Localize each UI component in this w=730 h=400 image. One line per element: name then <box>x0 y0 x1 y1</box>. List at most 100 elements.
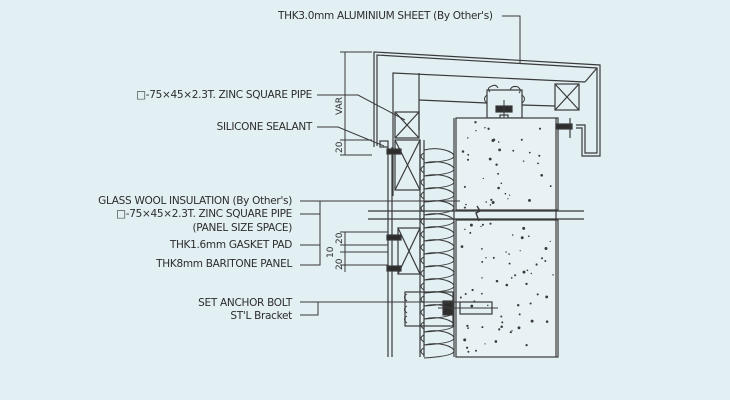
aggregate-dot <box>520 236 524 240</box>
aggregate-dot <box>497 186 500 190</box>
aggregate-dot <box>501 321 504 324</box>
aggregate-dot <box>475 130 477 132</box>
aggregate-dot <box>487 127 490 130</box>
frame-line-2 <box>418 99 488 104</box>
dim-mid <box>340 231 388 272</box>
aggregate-dot <box>467 153 470 156</box>
aggregate-dot <box>530 272 533 275</box>
aggregate-dot <box>517 326 521 330</box>
aggregate-dot <box>508 253 510 255</box>
aggregate-dot <box>545 320 549 323</box>
aggregate-dot <box>538 127 542 130</box>
dim-mid-10-label: 10 <box>326 246 336 258</box>
aggregate-dot <box>535 263 538 266</box>
aggregate-dot <box>495 279 499 283</box>
leader-group-bracket <box>300 200 460 266</box>
dim-var-label: VAR <box>335 97 345 115</box>
aggregate-dot <box>469 223 473 227</box>
dim-top-20-label: 20 <box>335 141 345 153</box>
aggregate-dot <box>463 206 466 209</box>
label-anchor-bolt: SET ANCHOR BOLT <box>198 297 292 309</box>
zinc-pipe-top-right <box>554 83 580 111</box>
aggregate-dot <box>544 260 547 262</box>
aggregate-dot <box>537 162 539 165</box>
aggregate-dot <box>492 256 495 259</box>
label-zinc-pipe-top: □-75×45×2.3T. ZINC SQUARE PIPE <box>136 89 312 101</box>
aggregate-dot <box>459 296 462 299</box>
aggregate-dot <box>514 274 517 277</box>
aggregate-dot <box>471 288 474 292</box>
aggregate-dot <box>509 331 512 334</box>
aggregate-dot <box>467 137 469 139</box>
aggregate-dot <box>508 194 511 196</box>
aggregate-dot <box>491 201 495 204</box>
aggregate-dot <box>504 192 507 195</box>
dim-mid-20b-label: 20 <box>335 258 345 270</box>
aggregate-dot <box>552 274 554 276</box>
aggregate-dot <box>525 343 528 347</box>
aggregate-dot <box>498 148 502 152</box>
aggregate-dot <box>528 198 531 202</box>
aggregate-dot <box>538 154 541 157</box>
aggregate-dot <box>461 150 465 153</box>
break-symbol <box>475 205 481 222</box>
zinc-pipe-top-left <box>394 111 420 139</box>
aggregate-dot <box>522 270 526 274</box>
aggregate-dot <box>463 185 466 188</box>
label-zinc-pipe-mid: □-75×45×2.3T. ZINC SQUARE PIPE <box>116 208 292 220</box>
aggregate-dot <box>466 158 470 161</box>
aggregate-dot <box>481 326 484 329</box>
aggregate-dot <box>460 245 464 248</box>
aggregate-dot <box>530 319 534 323</box>
glass-wool-insulation <box>420 148 455 359</box>
aggregate-dot <box>474 121 477 124</box>
aggregate-dot <box>481 223 484 226</box>
aggregate-dot <box>482 177 484 180</box>
aggregate-dot <box>540 173 544 177</box>
aggregate-dot <box>467 327 470 330</box>
aggregate-dot <box>464 292 467 296</box>
label-stl-bracket: ST'L Bracket <box>230 310 292 322</box>
aggregate-dot <box>487 304 489 307</box>
label-panel-size-space: (PANEL SIZE SPACE) <box>192 222 292 234</box>
concrete-aggregate <box>459 121 554 353</box>
aggregate-dot <box>545 295 549 299</box>
aggregate-dot <box>507 198 509 200</box>
aggregate-dot <box>490 198 493 201</box>
dim-mid-20a-label: 20 <box>335 232 345 244</box>
leader-zinc-top <box>317 94 406 121</box>
aggregate-dot <box>488 157 492 161</box>
label-gasket-pad: THK1.6mm GASKET PAD <box>169 239 292 251</box>
aggregate-dot <box>511 234 514 236</box>
aggregate-dot <box>494 340 498 343</box>
aggregate-dot <box>469 231 472 234</box>
silicone-sealant-bead <box>379 140 389 148</box>
label-aluminium-sheet: THK3.0mm ALUMINIUM SHEET (By Other's) <box>278 10 493 22</box>
aggregate-dot <box>481 248 483 250</box>
insulation-loops <box>420 148 455 359</box>
aggregate-dot <box>495 163 498 166</box>
aggregate-dot <box>481 260 484 263</box>
aggregate-dot <box>492 138 496 142</box>
frame-line-3 <box>521 104 556 107</box>
aggregate-dot <box>525 282 528 286</box>
aggregate-dot <box>519 250 521 252</box>
aggregate-dot <box>489 204 492 206</box>
aggregate-dot <box>522 160 525 162</box>
aggregate-dot <box>536 293 539 296</box>
aluminium-sheet-outer <box>373 51 601 157</box>
aggregate-dot <box>544 247 548 250</box>
label-glass-wool: GLASS WOOL INSULATION (By Other's) <box>98 195 292 207</box>
aggregate-dot <box>463 338 467 342</box>
aggregate-dot <box>466 346 469 349</box>
aggregate-dot <box>510 277 513 279</box>
aggregate-dot <box>505 251 507 253</box>
aggregate-dot <box>520 138 523 141</box>
aggregate-dot <box>522 226 526 230</box>
aggregate-dot <box>529 302 532 305</box>
aggregate-dot <box>500 182 503 185</box>
zinc-pipe-left <box>394 139 421 191</box>
aggregate-dot <box>481 277 483 279</box>
aggregate-dot <box>508 262 511 265</box>
